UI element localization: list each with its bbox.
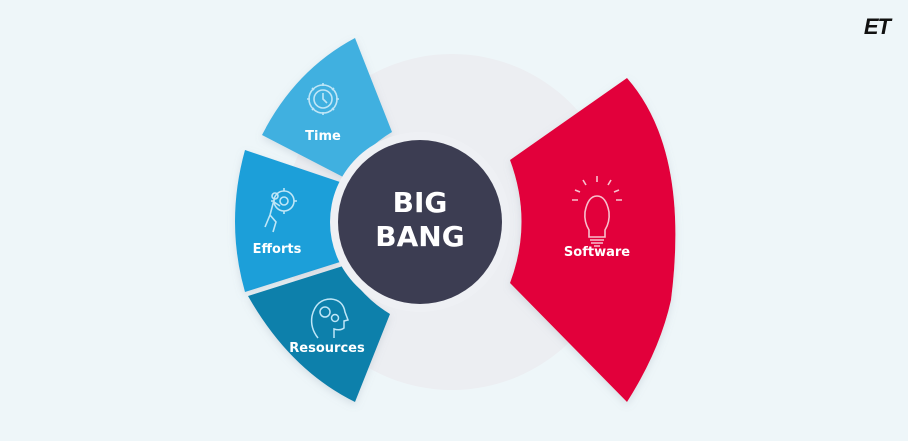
segment-time-label: Time <box>305 129 341 144</box>
head-gears-icon <box>310 298 349 339</box>
segment-resources[interactable]: Resources <box>248 266 390 402</box>
center-node: BIG BANG <box>338 140 502 304</box>
center-title-line2: BANG <box>375 220 464 253</box>
segment-resources-label: Resources <box>289 341 365 356</box>
person-pushing-gear-icon <box>264 188 297 233</box>
center-title-line1: BIG <box>393 186 448 219</box>
segment-efforts-label: Efforts <box>253 242 302 257</box>
clock-gear-icon <box>307 83 339 115</box>
segment-time[interactable]: Time <box>262 38 392 178</box>
brand-logo: ET <box>863 14 891 39</box>
lightbulb-icon <box>572 176 622 247</box>
segment-software[interactable]: Software <box>510 78 676 402</box>
segment-software-label: Software <box>564 245 630 260</box>
segment-efforts[interactable]: Efforts <box>235 150 340 292</box>
